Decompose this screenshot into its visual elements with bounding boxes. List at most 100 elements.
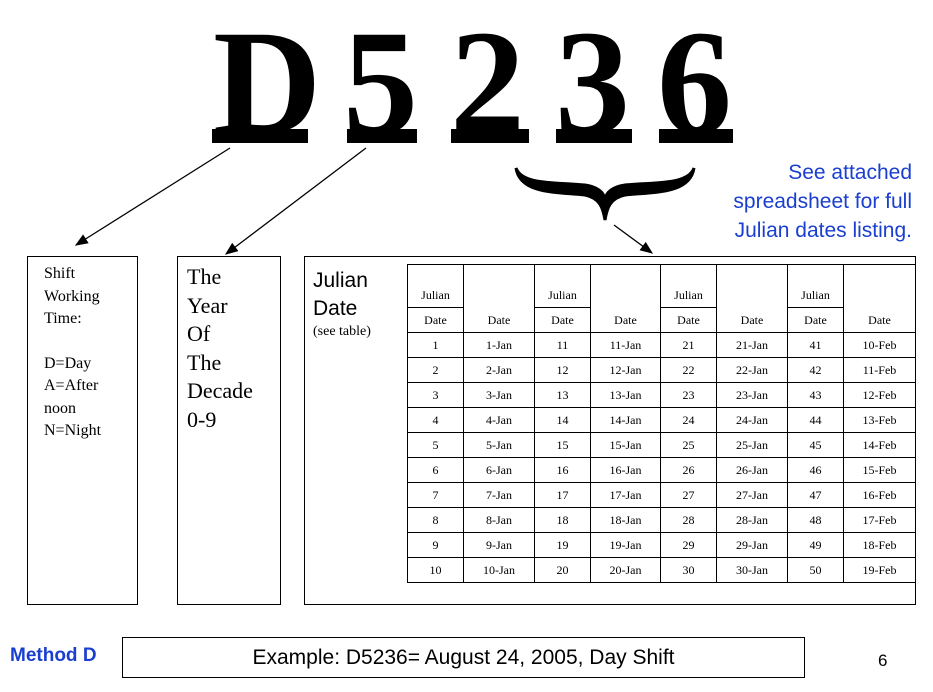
julian-box: Julian Date (see table): [304, 256, 916, 605]
date-cell: 15-Feb: [843, 457, 916, 483]
date-cell: 28-Jan: [716, 507, 788, 533]
text-line: Decade: [187, 378, 253, 403]
date-cell: 23-Jan: [716, 382, 788, 408]
year-box: The Year Of The Decade 0-9: [177, 256, 281, 605]
text-line: D=Day: [44, 354, 92, 372]
text-line: A=After: [44, 377, 99, 394]
julian-cell: 18: [534, 507, 591, 533]
text-line: The: [187, 349, 222, 375]
date-cell: 11-Jan: [590, 332, 661, 358]
header-date: Date: [590, 264, 661, 333]
date-cell: 20-Jan: [590, 557, 661, 583]
text-line: Of: [187, 321, 211, 346]
text-line: Time:: [44, 310, 82, 327]
julian-cell: 19: [534, 532, 591, 558]
date-cell: 11-Feb: [843, 357, 916, 383]
julian-cell: 44: [787, 407, 844, 433]
arrow-julian: [613, 224, 654, 254]
text-line: noon: [44, 399, 76, 417]
date-cell: 17-Feb: [843, 507, 916, 533]
date-cell: 22-Jan: [716, 357, 788, 383]
date-cell: 18-Feb: [843, 532, 916, 558]
header-date: Date: [716, 264, 788, 333]
date-cell: 8-Jan: [463, 507, 535, 533]
header-julian-date: Date: [407, 307, 464, 333]
date-cell: 12-Feb: [843, 382, 916, 408]
date-cell: 16-Jan: [590, 457, 661, 483]
date-cell: 6-Jan: [463, 457, 535, 483]
julian-cell: 48: [787, 507, 844, 533]
julian-cell: 5: [407, 432, 464, 458]
date-cell: 30-Jan: [716, 557, 788, 583]
julian-cell: 4: [407, 407, 464, 433]
date-cell: 14-Feb: [843, 432, 916, 458]
julian-title: Julian: [313, 269, 368, 292]
julian-cell: 27: [660, 482, 717, 508]
julian-cell: 28: [660, 507, 717, 533]
header-julian-top: Julian: [534, 264, 591, 308]
underline: [347, 129, 417, 143]
date-cell: 17-Jan: [590, 482, 661, 508]
julian-cell: 29: [660, 532, 717, 558]
julian-subtitle: (see table): [313, 324, 371, 339]
julian-cell: 3: [407, 382, 464, 408]
text-line: 0-9: [187, 406, 217, 432]
julian-cell: 1: [407, 332, 464, 358]
underline: [451, 129, 529, 143]
note-line: Julian dates listing.: [734, 219, 912, 242]
julian-cell: 11: [534, 332, 591, 358]
julian-cell: 8: [407, 507, 464, 533]
julian-cell: 14: [534, 407, 591, 433]
date-cell: 1-Jan: [463, 332, 535, 358]
julian-cell: 46: [787, 457, 844, 483]
date-cell: 13-Jan: [590, 382, 661, 408]
julian-cell: 47: [787, 482, 844, 508]
curly-brace-icon: [514, 167, 696, 221]
arrow-year: [224, 147, 367, 255]
julian-cell: 9: [407, 532, 464, 558]
header-julian-date: Date: [534, 307, 591, 333]
date-cell: 19-Feb: [843, 557, 916, 583]
underline: [659, 129, 733, 143]
julian-cell: 17: [534, 482, 591, 508]
date-cell: 4-Jan: [463, 407, 535, 433]
date-cell: 26-Jan: [716, 457, 788, 483]
julian-cell: 25: [660, 432, 717, 458]
julian-cell: 13: [534, 382, 591, 408]
text-line: Working: [44, 287, 100, 305]
date-cell: 2-Jan: [463, 357, 535, 383]
julian-title: Date: [313, 297, 358, 320]
julian-cell: 30: [660, 557, 717, 583]
date-cell: 3-Jan: [463, 382, 535, 408]
header-date: Date: [843, 264, 916, 333]
julian-cell: 50: [787, 557, 844, 583]
example-box: Example: D5236= August 24, 2005, Day Shi…: [122, 637, 805, 678]
date-cell: 16-Feb: [843, 482, 916, 508]
header-julian-top: Julian: [660, 264, 717, 308]
date-cell: 18-Jan: [590, 507, 661, 533]
note-line: spreadsheet for full: [733, 190, 912, 213]
header-julian-date: Date: [660, 307, 717, 333]
julian-cell: 10: [407, 557, 464, 583]
spreadsheet-note: See attached spreadsheet for full Julian…: [700, 158, 912, 245]
julian-cell: 43: [787, 382, 844, 408]
text-line: Shift: [44, 265, 76, 282]
julian-cell: 20: [534, 557, 591, 583]
date-cell: 14-Jan: [590, 407, 661, 433]
date-cell: 19-Jan: [590, 532, 661, 558]
page-number: 6: [878, 651, 888, 670]
date-cell: 10-Feb: [843, 332, 916, 358]
date-cell: 10-Jan: [463, 557, 535, 583]
text-line: The: [187, 264, 222, 289]
date-cell: 27-Jan: [716, 482, 788, 508]
date-cell: 21-Jan: [716, 332, 788, 358]
julian-cell: 26: [660, 457, 717, 483]
julian-cell: 7: [407, 482, 464, 508]
